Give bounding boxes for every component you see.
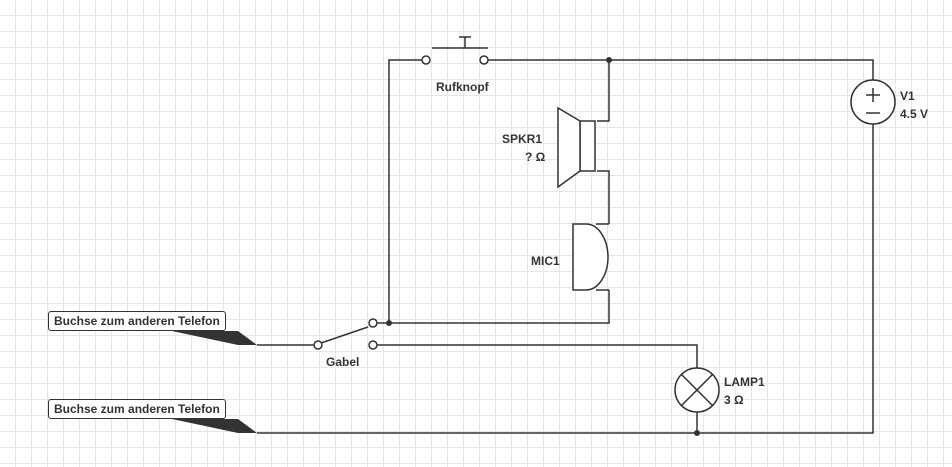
- switch-label: Gabel: [326, 355, 359, 369]
- lamp-name: LAMP1: [724, 375, 765, 389]
- wires: [257, 59, 874, 434]
- net-label-pointer-1: [172, 331, 257, 345]
- junction-dot-bottom: [694, 430, 700, 436]
- wire-left-vertical: [388, 59, 422, 323]
- wire-battery-return: [257, 124, 874, 434]
- lamp-symbol[interactable]: [674, 367, 720, 413]
- pushbutton-symbol[interactable]: [421, 36, 489, 65]
- speaker-value: ? Ω: [525, 150, 546, 164]
- battery-value: 4.5 V: [900, 107, 928, 121]
- microphone-symbol[interactable]: [572, 223, 609, 291]
- microphone-name: MIC1: [531, 254, 560, 268]
- wire-to-speaker: [597, 60, 610, 122]
- lamp-value: 3 Ω: [724, 393, 744, 407]
- hook-switch-symbol[interactable]: [313, 318, 378, 350]
- battery-name: V1: [900, 89, 915, 103]
- net-label-pointer-2: [172, 419, 257, 433]
- net-label-jack-2[interactable]: Buchse zum anderen Telefon: [48, 399, 226, 419]
- speaker-symbol[interactable]: [557, 106, 596, 189]
- wire-mic-switch: [376, 290, 610, 324]
- junction-dot-left: [386, 320, 392, 326]
- wire-switch-lamp: [376, 344, 698, 368]
- wire-speaker-mic: [597, 170, 610, 224]
- net-label-jack-1[interactable]: Buchse zum anderen Telefon: [48, 311, 226, 331]
- wire-top: [488, 59, 874, 80]
- pushbutton-label: Rufknopf: [436, 80, 490, 94]
- junction-dot-top: [606, 57, 612, 63]
- battery-symbol[interactable]: [850, 79, 896, 125]
- speaker-name: SPKR1: [502, 132, 542, 146]
